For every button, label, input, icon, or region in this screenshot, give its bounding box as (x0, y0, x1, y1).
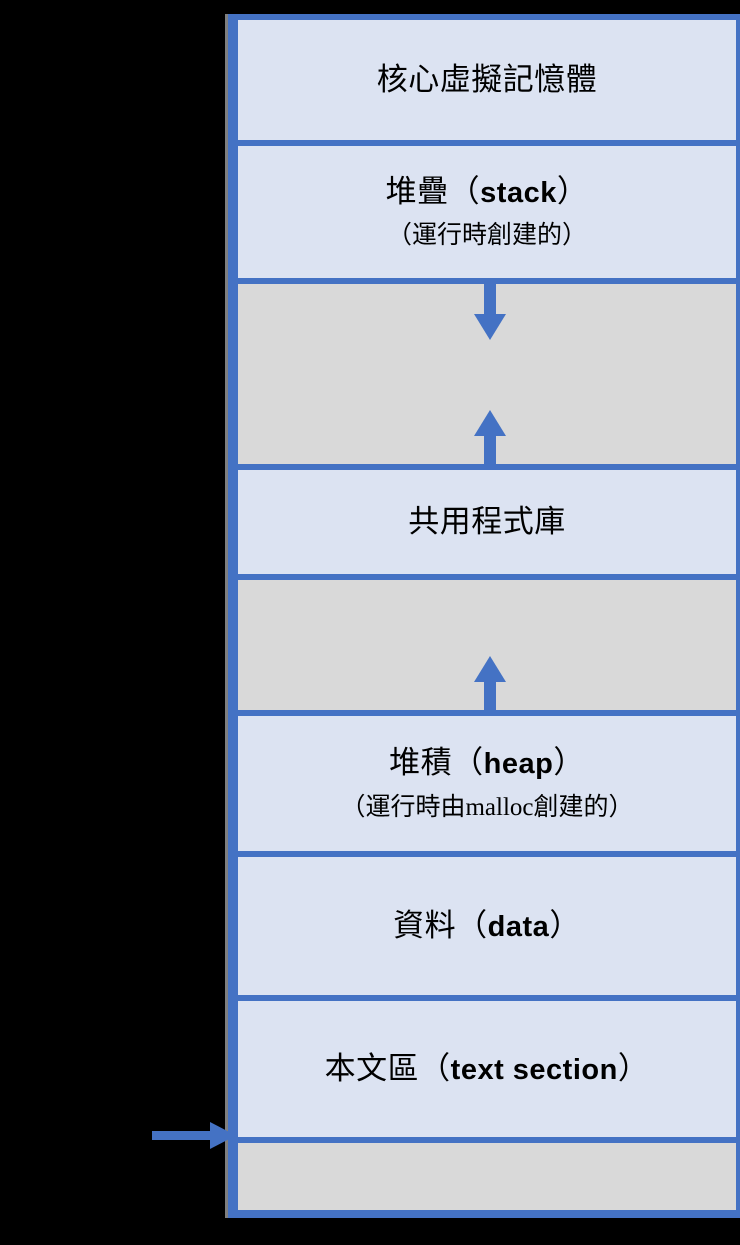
memory-layout-frame-inner: 核心虛擬記憶體 堆疊（stack） （運行時創建的） (238, 20, 736, 1210)
arrow-up-icon (474, 656, 506, 710)
segment-title: 資料（data） (393, 907, 581, 945)
segment-title-close: ） (553, 745, 585, 781)
memory-layout-frame: 核心虛擬記憶體 堆疊（stack） （運行時創建的） (225, 14, 740, 1218)
segment-shared-library[interactable]: 共用程式庫 (238, 470, 736, 574)
arrow-up-icon (474, 410, 506, 464)
segment-subtitle: （運行時由malloc創建的） (340, 793, 634, 821)
segment-title: 堆疊（stack） (386, 173, 589, 211)
segment-title-en: heap (483, 748, 554, 781)
segment-stack[interactable]: 堆疊（stack） （運行時創建的） (238, 146, 736, 278)
segment-kernel-virtual-memory[interactable]: 核心虛擬記憶體 (238, 20, 736, 140)
segment-text-section[interactable]: 本文區（text section） (238, 1001, 736, 1137)
segment-title: 共用程式庫 (408, 504, 566, 540)
segment-title: 堆積（heap） (389, 744, 585, 782)
segment-title-en: text section (450, 1053, 618, 1086)
segment-title-cn: 堆積（ (389, 745, 484, 781)
segment-title-en: stack (480, 176, 557, 209)
segment-title-close: ） (617, 1050, 650, 1086)
segment-title-cn: 堆疊（ (385, 173, 481, 209)
gap-arrows-group (474, 284, 506, 464)
segment-title-close: ） (556, 173, 589, 209)
segment-reserved[interactable] (238, 1143, 736, 1210)
segment-title-cn: 資料（ (393, 907, 488, 943)
segment-title-close: ） (549, 907, 581, 943)
arrow-down-icon (474, 284, 506, 340)
segment-data[interactable]: 資料（data） (238, 857, 736, 995)
gap-arrows-group (474, 656, 506, 710)
segment-gap-stack-library[interactable] (238, 284, 736, 464)
entry-pointer-arrow-icon (152, 1122, 236, 1149)
segment-subtitle: （運行時創建的） (386, 222, 587, 250)
segment-heap[interactable]: 堆積（heap） （運行時由malloc創建的） (238, 716, 736, 851)
segment-gap-library-heap[interactable] (238, 580, 736, 710)
segment-title-cn: 本文區（ (324, 1050, 451, 1086)
segment-title: 核心虛擬記憶體 (376, 62, 598, 98)
segment-title: 本文區（text section） (325, 1050, 650, 1088)
segment-title-en: data (487, 910, 550, 943)
